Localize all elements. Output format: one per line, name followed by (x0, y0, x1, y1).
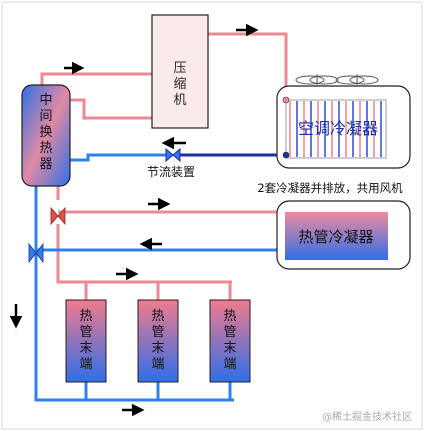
hot-pipe-hx-right (70, 98, 152, 120)
valve-upper (50, 206, 66, 226)
cold-pipe-left-main (34, 186, 234, 402)
hot-pipe-hx-to-compressor (40, 72, 152, 85)
watermark: @稀土掘金技术社区 (322, 410, 412, 423)
condenser-annotation: 2套冷凝器并排放，共用风机 (257, 181, 403, 195)
throttle-label: 节流装置 (147, 165, 195, 179)
heat-pipe-condenser: 热管冷凝器 (276, 200, 411, 270)
intermediate-exchanger: 中间换热器 (21, 84, 71, 187)
terminal-3: 热管末端 (209, 299, 251, 383)
terminal-3-label: 热管末端 (223, 309, 236, 372)
terminal-1-label: 热管末端 (79, 309, 92, 372)
compressor-box (151, 14, 209, 129)
hp-condenser-label: 热管冷凝器 (298, 228, 373, 246)
terminal-2-label: 热管末端 (151, 309, 164, 372)
exchanger-label: 中间换热器 (39, 93, 52, 172)
fan-icon (295, 74, 379, 86)
cold-pipe-hx-to-throttle (70, 153, 166, 162)
throttle-valve: 节流装置 (147, 147, 195, 179)
hot-pipe-terminal-header (56, 224, 232, 284)
compressor-label: 压缩机 (173, 61, 186, 108)
terminal-2: 热管末端 (137, 299, 179, 383)
exchanger-body (21, 84, 71, 187)
ac-condenser-label: 空调冷凝器 (298, 119, 378, 138)
condenser-coils (282, 96, 387, 159)
hot-pipe-compressor-to-condenser (208, 32, 288, 100)
hp-condenser-body (285, 212, 388, 260)
compressor: 压缩机 (151, 14, 209, 129)
terminal-1: 热管末端 (65, 299, 107, 383)
ac-condenser: 空调冷凝器 (276, 74, 411, 169)
flow-arrows (9, 23, 259, 417)
valve-lower (28, 242, 44, 264)
